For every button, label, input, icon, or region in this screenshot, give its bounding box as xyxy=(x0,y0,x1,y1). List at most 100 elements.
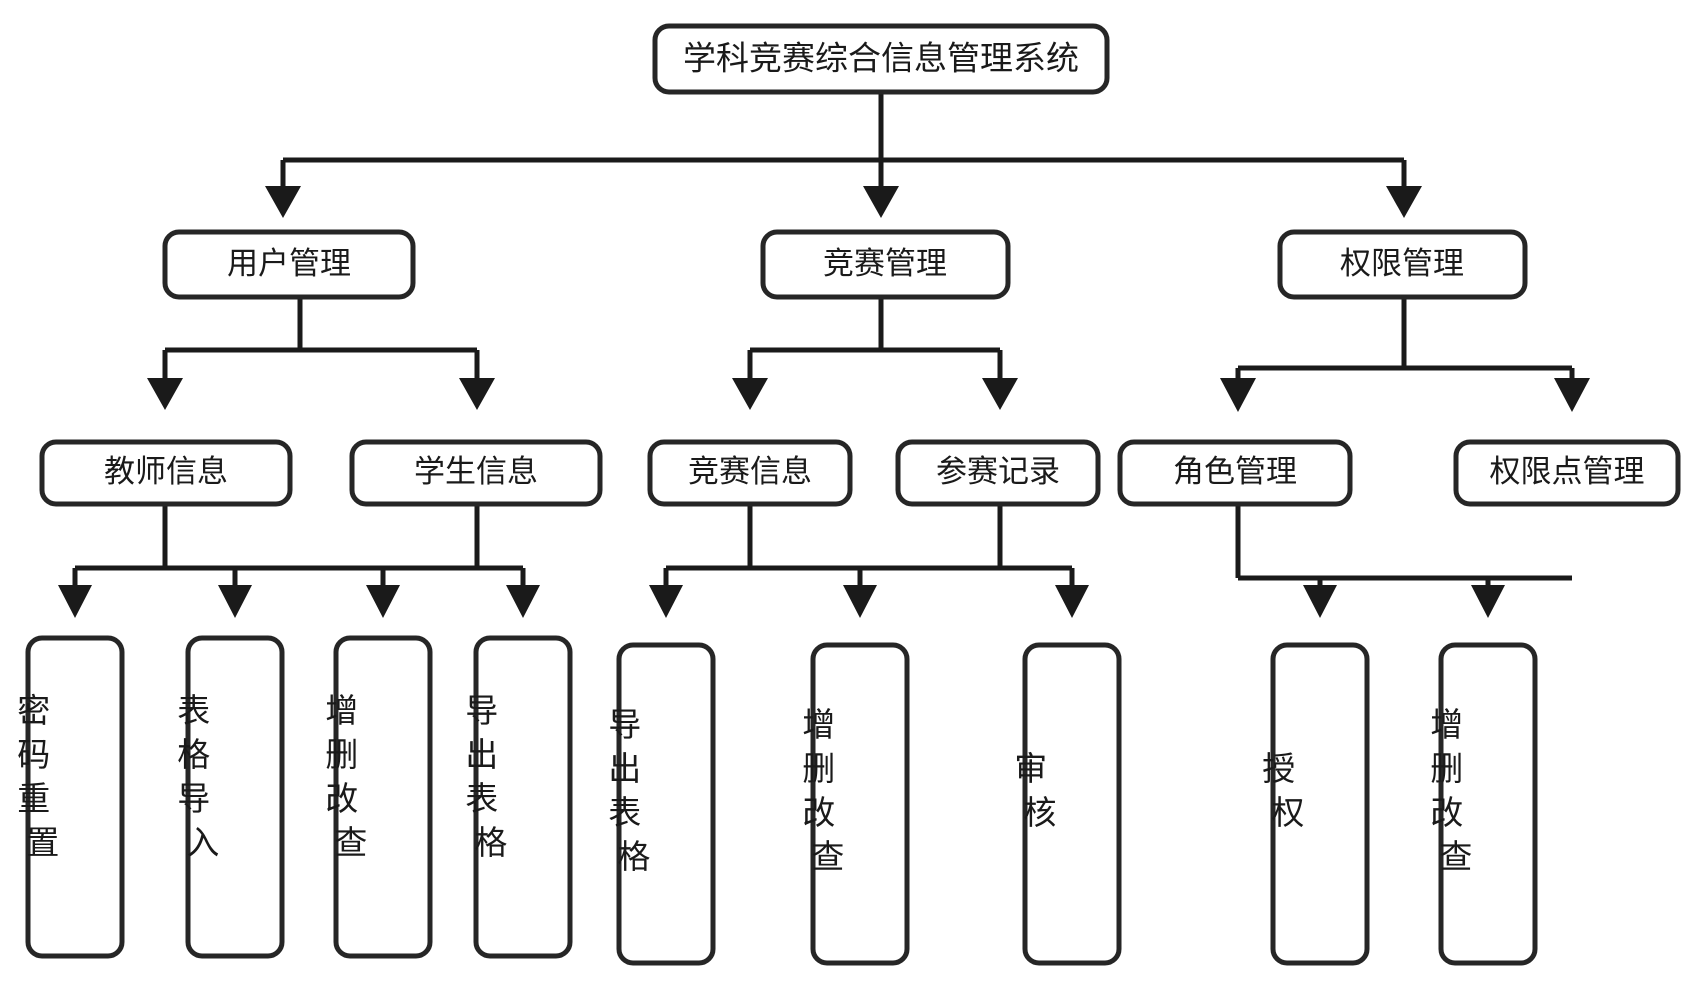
leaf-char: 查 xyxy=(334,824,367,861)
node-entry-record[interactable]: 参赛记录 xyxy=(895,439,1101,507)
node-crud-contest[interactable]: 增 删 改 查 xyxy=(802,642,918,966)
node-password-reset-box[interactable] xyxy=(25,635,125,959)
leaf-char: 改 xyxy=(1430,794,1463,831)
node-table-export-contest-label: 导 出 表 格 xyxy=(608,706,724,875)
leaf-char: 格 xyxy=(474,824,507,861)
leaf-char: 表 xyxy=(465,780,498,817)
node-table-import-box[interactable] xyxy=(185,635,285,959)
arrow-auth-mgmt xyxy=(1386,186,1422,218)
node-permission-management-box[interactable] xyxy=(1277,229,1528,300)
leaf-char: 授 xyxy=(1262,750,1295,787)
node-user-management-box[interactable] xyxy=(162,229,416,300)
leaf-char: 格 xyxy=(177,736,210,773)
node-table-export-user-label: 导 出 表 格 xyxy=(465,692,581,861)
arrow-entry-record xyxy=(982,378,1018,410)
arrow-user-mgmt xyxy=(265,186,301,218)
leaf-char: 重 xyxy=(17,780,50,817)
node-user-management[interactable]: 用户管理 xyxy=(162,229,416,300)
node-password-reset[interactable]: 密 码 重 置 xyxy=(17,635,133,959)
node-table-import[interactable]: 表 格 导 入 xyxy=(177,635,293,959)
node-contest-management-box[interactable] xyxy=(760,229,1011,300)
node-root[interactable]: 学科竞赛综合信息管理系统 xyxy=(652,23,1110,95)
node-permission-point-management-box[interactable] xyxy=(1453,439,1681,507)
node-root-label: 学科竞赛综合信息管理系统 xyxy=(683,40,1079,77)
node-audit-box[interactable] xyxy=(1022,642,1122,966)
leaf-char: 导 xyxy=(465,692,498,729)
leaf-char: 表 xyxy=(177,692,210,729)
leaf-char: 删 xyxy=(802,750,835,787)
arrow-contest-info xyxy=(732,378,768,410)
node-student-info[interactable]: 学生信息 xyxy=(349,439,603,507)
node-root-box[interactable] xyxy=(652,23,1110,95)
arrow-table-export-contest xyxy=(649,585,683,618)
arrow-crud-contest xyxy=(843,585,877,618)
leaf-char: 核 xyxy=(1023,794,1056,831)
leaf-char: 增 xyxy=(1430,706,1463,743)
node-contest-info[interactable]: 竞赛信息 xyxy=(647,439,853,507)
node-grant-authorization-label: 授 权 xyxy=(1262,750,1378,831)
node-crud-permission-box[interactable] xyxy=(1438,642,1538,966)
arrow-table-import xyxy=(218,585,252,618)
node-role-management-label: 角色管理 xyxy=(1173,454,1297,489)
node-teacher-info[interactable]: 教师信息 xyxy=(39,439,293,507)
node-table-export-user-box[interactable] xyxy=(473,635,573,959)
node-crud-user-box[interactable] xyxy=(333,635,433,959)
connector-layer xyxy=(58,92,1590,618)
arrow-student-info xyxy=(459,378,495,410)
leaf-char: 改 xyxy=(802,794,835,831)
node-contest-info-box[interactable] xyxy=(647,439,853,507)
node-password-reset-label: 密 码 重 置 xyxy=(17,692,133,861)
node-grant-authorization[interactable]: 授 权 xyxy=(1262,642,1378,966)
node-table-export-contest[interactable]: 导 出 表 格 xyxy=(608,642,724,966)
arrow-crud-user xyxy=(366,585,400,618)
leaf-char: 审 xyxy=(1014,750,1047,787)
node-teacher-info-box[interactable] xyxy=(39,439,293,507)
node-crud-contest-label: 增 删 改 查 xyxy=(802,706,918,875)
node-permission-management-label: 权限管理 xyxy=(1340,246,1464,281)
node-contest-info-label: 竞赛信息 xyxy=(688,454,812,489)
node-crud-contest-box[interactable] xyxy=(810,642,910,966)
node-grant-authorization-box[interactable] xyxy=(1270,642,1370,966)
leaf-char: 出 xyxy=(608,750,641,787)
leaf-char: 导 xyxy=(608,706,641,743)
node-student-info-box[interactable] xyxy=(349,439,603,507)
leaf-char: 删 xyxy=(325,736,358,773)
node-crud-user-label: 增 删 改 查 xyxy=(325,692,441,861)
node-entry-record-box[interactable] xyxy=(895,439,1101,507)
leaf-char: 密 xyxy=(17,692,50,729)
leaf-char: 查 xyxy=(811,838,844,875)
arrow-role-mgmt xyxy=(1220,378,1256,412)
leaf-char: 导 xyxy=(177,780,210,817)
leaf-char: 删 xyxy=(1430,750,1463,787)
node-table-export-contest-box[interactable] xyxy=(616,642,716,966)
leaf-char: 改 xyxy=(325,780,358,817)
node-crud-permission[interactable]: 增 删 改 查 xyxy=(1430,642,1546,966)
leaf-char: 增 xyxy=(802,706,835,743)
leaf-char: 查 xyxy=(1439,838,1472,875)
node-audit[interactable]: 审 核 xyxy=(1014,642,1130,966)
node-student-info-label: 学生信息 xyxy=(414,454,538,489)
node-role-management-box[interactable] xyxy=(1117,439,1353,507)
node-contest-management[interactable]: 竞赛管理 xyxy=(760,229,1011,300)
node-table-import-label: 表 格 导 入 xyxy=(177,692,293,861)
node-permission-point-management[interactable]: 权限点管理 xyxy=(1453,439,1681,507)
node-role-management[interactable]: 角色管理 xyxy=(1117,439,1353,507)
node-permission-management[interactable]: 权限管理 xyxy=(1277,229,1528,300)
arrow-audit xyxy=(1055,585,1089,618)
node-table-export-user[interactable]: 导 出 表 格 xyxy=(465,635,581,959)
arrow-password-reset xyxy=(58,585,92,618)
node-crud-user[interactable]: 增 删 改 查 xyxy=(325,635,441,959)
arrow-crud-auth xyxy=(1471,585,1505,618)
arrow-teacher-info xyxy=(147,378,183,410)
node-contest-management-label: 竞赛管理 xyxy=(823,246,947,281)
leaf-char: 表 xyxy=(608,794,641,831)
node-permission-point-management-label: 权限点管理 xyxy=(1490,454,1645,489)
node-audit-label: 审 核 xyxy=(1014,750,1130,831)
arrow-perm-point-mgmt xyxy=(1554,378,1590,412)
arrow-contest-mgmt xyxy=(863,186,899,218)
leaf-char: 增 xyxy=(325,692,358,729)
leaf-char: 权 xyxy=(1271,794,1304,831)
node-teacher-info-label: 教师信息 xyxy=(104,454,228,489)
